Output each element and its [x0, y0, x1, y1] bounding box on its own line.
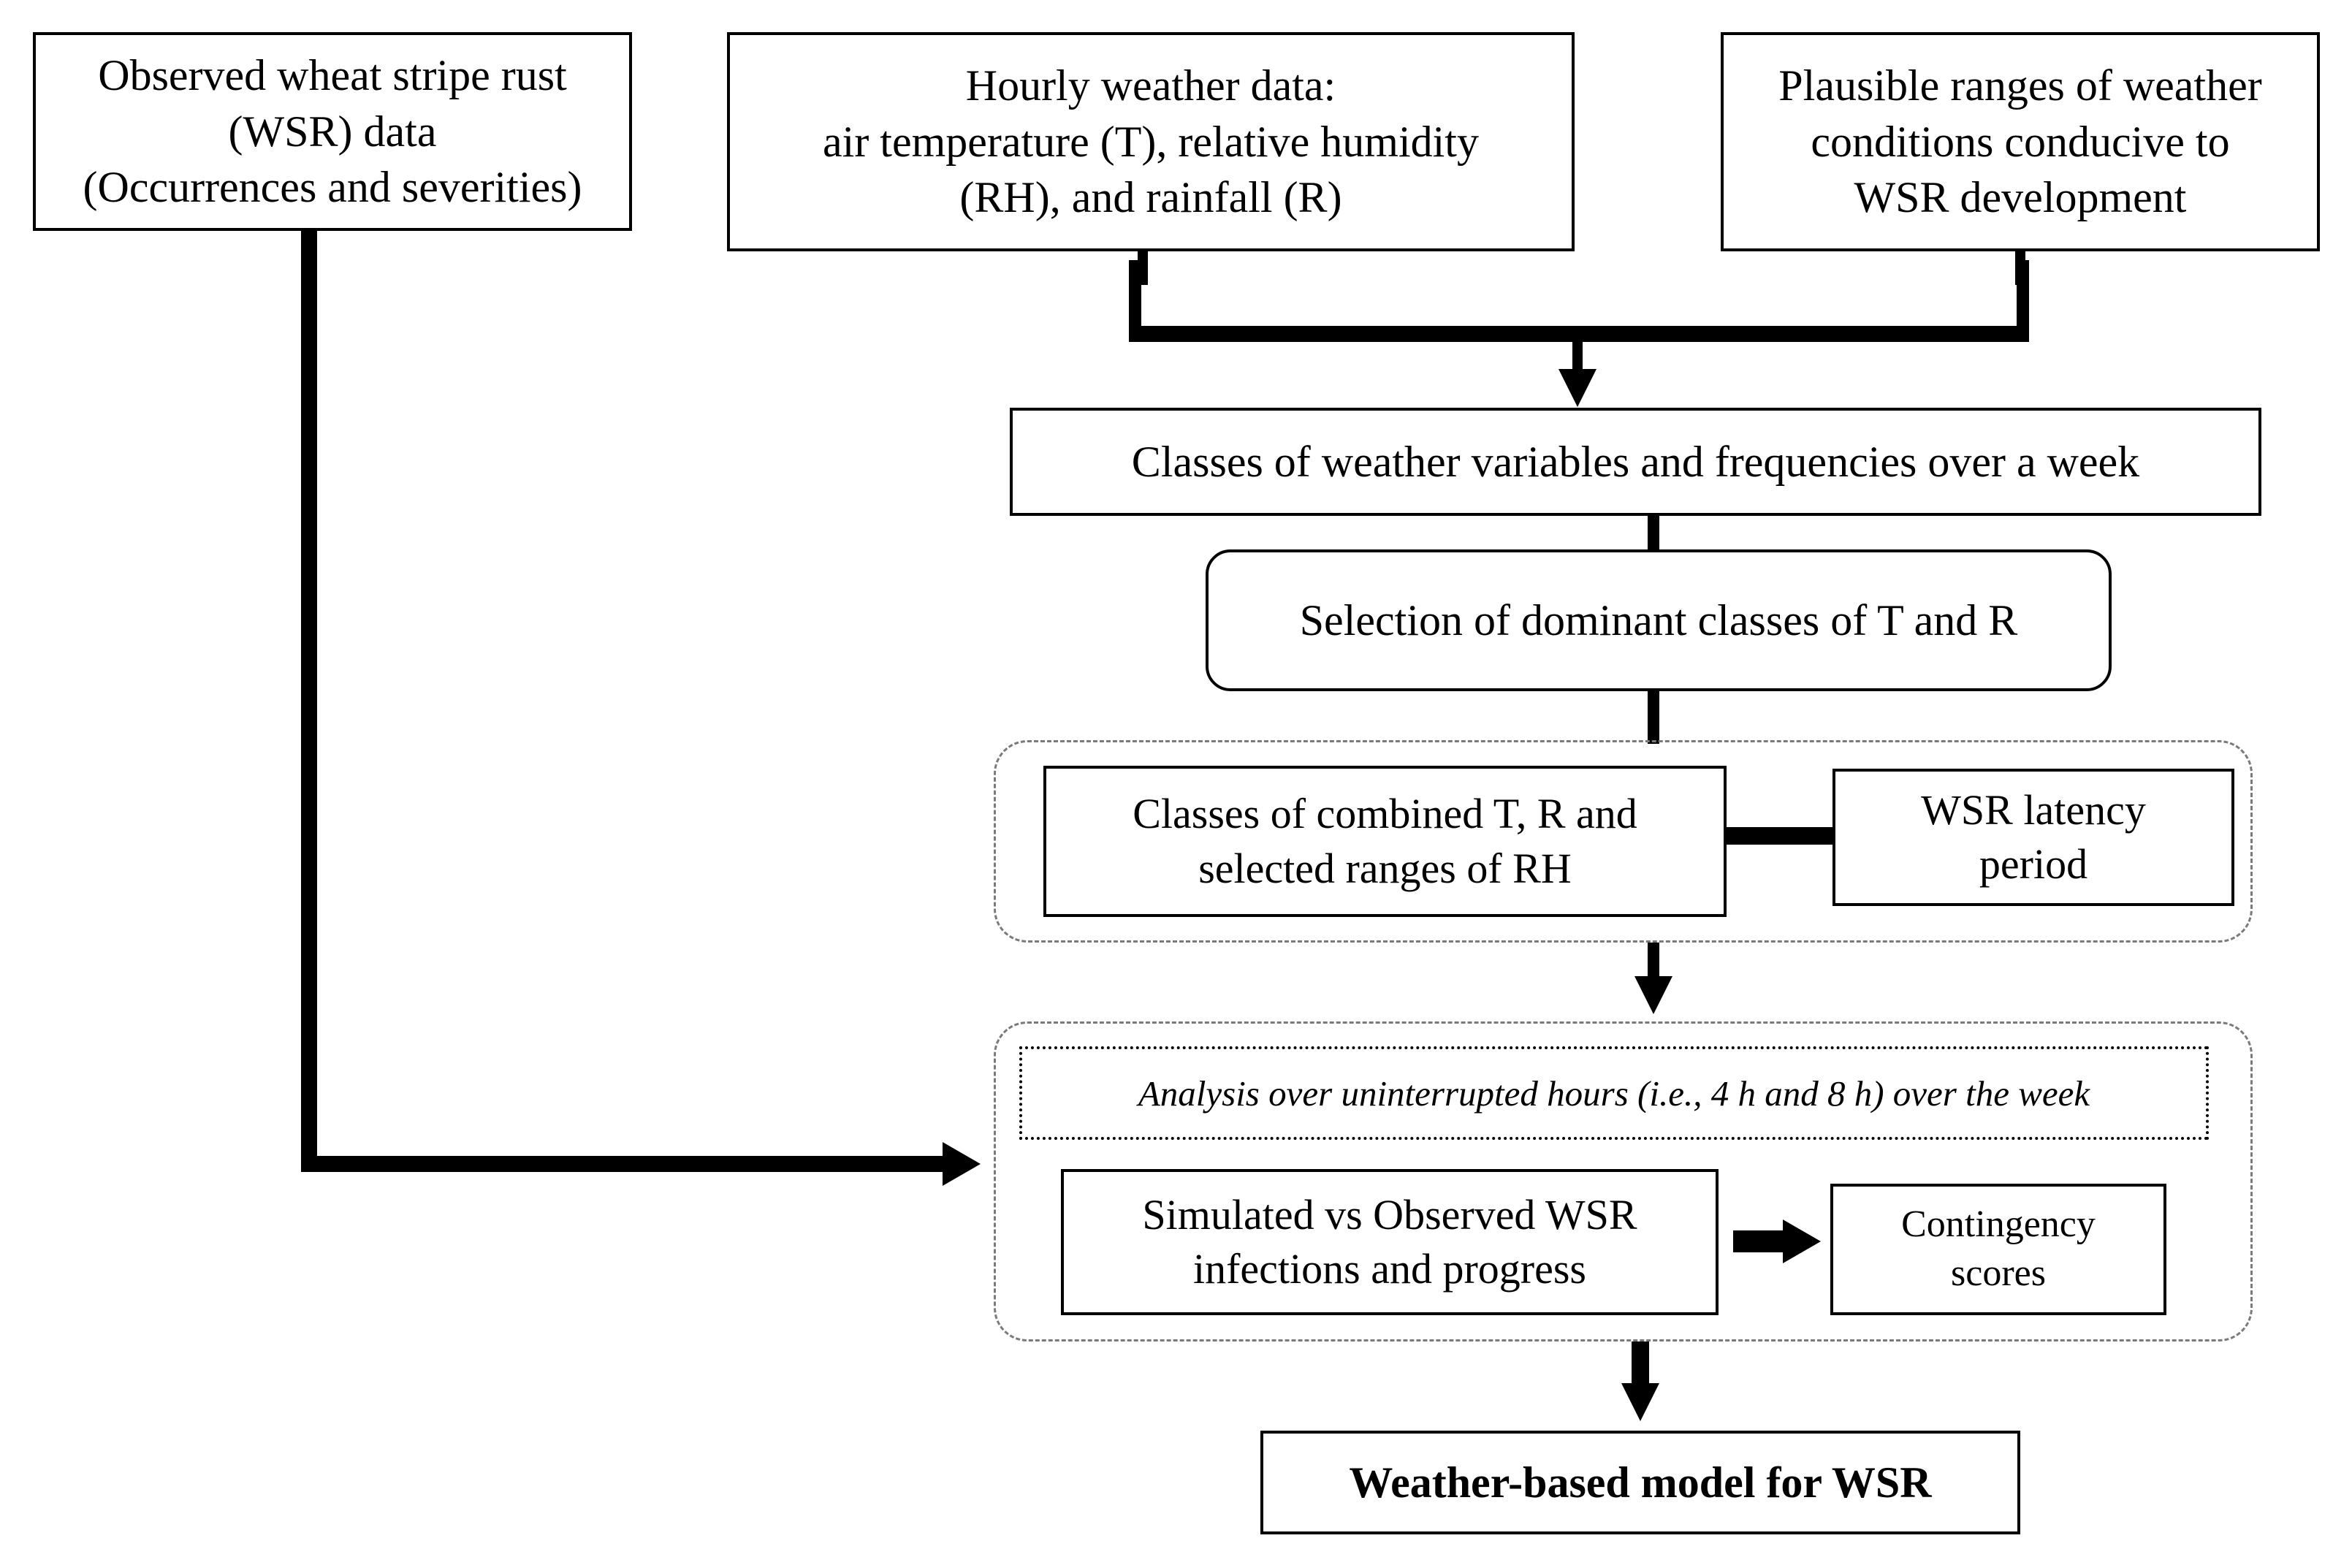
arrow-observed-data-into-analysis-group [943, 1142, 981, 1186]
node-wsr-latency-period-label: WSR latency period [1921, 785, 2146, 888]
node-weather-based-model: Weather-based model for WSR [1260, 1431, 2020, 1534]
node-analysis-uninterrupted-hours-label: Analysis over uninterrupted hours (i.e.,… [1138, 1073, 2090, 1114]
node-classes-combined: Classes of combined T, R and selected ra… [1043, 766, 1727, 917]
arrow-into-analysis-group [1634, 976, 1672, 1014]
node-contingency-scores-label: Contingency scores [1901, 1203, 2096, 1294]
group-analysis-and-scores [994, 1021, 2253, 1341]
connector-classes-to-selection [1648, 516, 1659, 552]
group-combined-classes-latency [994, 740, 2253, 943]
node-observed-wsr-data: Observed wheat stripe rust (WSR) data (O… [33, 32, 632, 231]
node-contingency-scores: Contingency scores [1830, 1184, 2166, 1315]
node-classes-weather-variables: Classes of weather variables and frequen… [1010, 408, 2261, 516]
node-classes-weather-variables-label: Classes of weather variables and frequen… [1131, 437, 2140, 486]
node-selection-dominant-classes-label: Selection of dominant classes of T and R [1299, 595, 2018, 644]
connector-observed-data-run [301, 1156, 944, 1172]
connector-merge-right-riser [2017, 260, 2029, 339]
connector-merge-left-riser [1129, 260, 1141, 339]
connector-observed-data-drop [301, 231, 317, 1172]
node-hourly-weather-data: Hourly weather data: air temperature (T)… [727, 32, 1575, 251]
connector-selection-to-combined-group [1648, 691, 1659, 744]
arrow-into-classes-weather-variables [1558, 369, 1596, 407]
connector-combined-to-latency [1724, 827, 1832, 845]
arrow-into-weather-based-model [1621, 1383, 1659, 1421]
node-analysis-uninterrupted-hours: Analysis over uninterrupted hours (i.e.,… [1019, 1046, 2209, 1140]
node-plausible-ranges: Plausible ranges of weather conditions c… [1721, 32, 2320, 251]
connector-simulated-to-contingency-shaft [1733, 1230, 1784, 1252]
node-simulated-vs-observed-label: Simulated vs Observed WSR infections and… [1142, 1190, 1637, 1293]
node-simulated-vs-observed: Simulated vs Observed WSR infections and… [1061, 1169, 1719, 1315]
node-wsr-latency-period: WSR latency period [1832, 769, 2234, 906]
arrow-into-contingency-scores [1783, 1219, 1821, 1263]
node-classes-combined-label: Classes of combined T, R and selected ra… [1133, 790, 1637, 892]
connector-merge-bar [1129, 326, 2029, 342]
node-plausible-ranges-label: Plausible ranges of weather conditions c… [1778, 61, 2262, 222]
node-weather-based-model-label: Weather-based model for WSR [1349, 1458, 1932, 1507]
node-hourly-weather-data-label: Hourly weather data: air temperature (T)… [823, 61, 1479, 222]
node-observed-wsr-data-label: Observed wheat stripe rust (WSR) data (O… [83, 50, 582, 212]
node-selection-dominant-classes: Selection of dominant classes of T and R [1206, 549, 2112, 691]
